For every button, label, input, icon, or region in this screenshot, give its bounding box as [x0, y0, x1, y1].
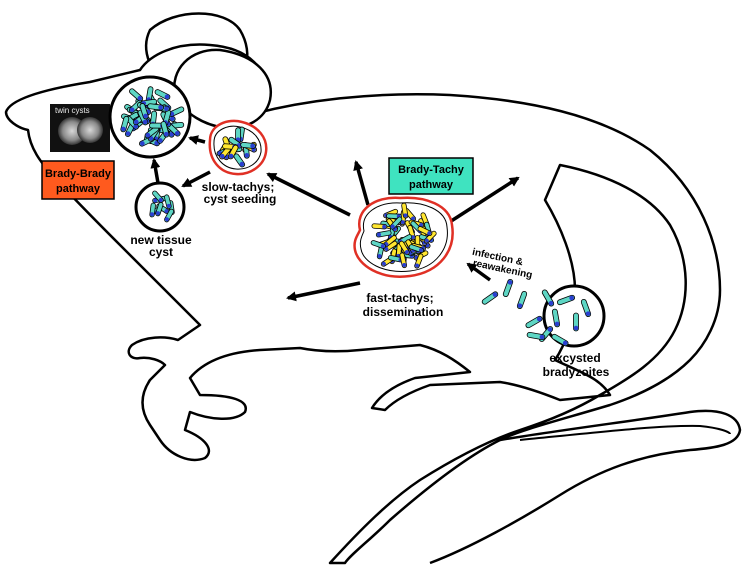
parasite	[526, 331, 546, 341]
parasite	[481, 291, 499, 305]
parasite	[414, 253, 424, 269]
parasite	[417, 226, 433, 236]
arrow-slow-to-brady-cyst	[188, 135, 206, 145]
parasite	[129, 88, 144, 102]
parasite	[160, 121, 170, 138]
fast-tachy-vacuole	[353, 196, 454, 278]
arrow-fast-left	[286, 281, 361, 302]
parasite	[164, 194, 172, 209]
parasite	[502, 278, 514, 298]
parasite	[154, 89, 171, 100]
parasite	[551, 333, 569, 347]
parasite	[149, 202, 156, 218]
slow-tachys-label-2: cyst seeding	[204, 192, 277, 206]
brady-brady-label-1: Brady-Brady	[45, 168, 112, 180]
fast-tachy-vacuole-inner	[359, 202, 448, 272]
excysted-label-1: excysted	[549, 351, 600, 365]
parasite	[399, 252, 408, 269]
brady-cyst-parasites	[120, 86, 185, 147]
new-tissue-cyst	[134, 181, 186, 233]
mouse-tail-inner	[519, 424, 731, 441]
slow-tachy-parasites	[216, 126, 258, 168]
parasite	[240, 141, 256, 149]
parasite	[120, 115, 130, 133]
arrow-infection	[466, 262, 492, 282]
new-tissue-label-2: cyst	[149, 245, 173, 259]
parasite	[155, 201, 164, 217]
slow-tachy-vacuole-inner	[213, 125, 262, 170]
excysted-parasites	[481, 278, 592, 347]
brady-tachy-pathway-box: Brady-Tachy pathway	[388, 157, 474, 195]
excysted-label-2: bradyzoites	[543, 365, 610, 379]
parasite	[371, 223, 388, 230]
twin-cyst-right	[77, 117, 103, 143]
brady-brady-box-bg	[41, 160, 115, 200]
diagram-labels: new tissue cyst slow-tachys; cyst seedin…	[130, 180, 609, 379]
parasite	[383, 235, 397, 248]
parasite	[525, 315, 543, 329]
slow-tachys-label-1: slow-tachys;	[202, 180, 275, 194]
parasite	[164, 208, 174, 223]
brady-brady-label-2: pathway	[56, 183, 101, 195]
arrow-slow-to-new-cyst	[181, 170, 211, 188]
parasite	[401, 202, 409, 219]
parasite	[152, 190, 164, 203]
parasite	[398, 240, 410, 256]
parasite	[516, 290, 528, 310]
parasite	[389, 216, 403, 230]
brady-tachy-label-2: pathway	[409, 179, 454, 191]
twin-cysts-label: twin cysts	[55, 106, 90, 115]
parasite	[375, 230, 392, 238]
fast-tachys-label-1: fast-tachys;	[366, 291, 433, 305]
brady-brady-cyst	[108, 75, 192, 159]
parasite	[573, 312, 579, 332]
parasite	[219, 145, 232, 160]
parasite	[541, 289, 555, 307]
mouse-body	[4, 43, 722, 565]
arrow-fast-up	[353, 160, 370, 206]
brady-brady-pathway-box: Brady-Brady pathway	[41, 160, 115, 200]
parasite	[551, 308, 561, 328]
new-cyst-parasites	[149, 190, 175, 223]
slow-tachy-vacuole	[208, 119, 268, 176]
mouse-outline	[4, 12, 722, 565]
brady-tachy-box-bg	[388, 157, 474, 195]
parasite	[147, 103, 164, 111]
new-tissue-label-1: new tissue	[130, 233, 192, 247]
brady-tachy-label-1: Brady-Tachy	[398, 164, 465, 176]
parasite	[125, 115, 139, 130]
arrow-fast-to-slow	[266, 172, 351, 217]
parasite	[580, 298, 592, 318]
parasite	[408, 244, 425, 253]
fast-tachy-parasites	[370, 202, 437, 269]
arrow-fast-right	[444, 176, 520, 227]
parasite	[227, 144, 239, 160]
excysted-cyst	[481, 278, 606, 348]
fast-tachys-label-2: dissemination	[363, 305, 444, 319]
mouse-tail	[429, 409, 742, 565]
mouse-ear-front	[172, 48, 273, 130]
arrows	[150, 135, 520, 302]
parasite	[233, 153, 246, 168]
arrow-to-brady-cyst	[150, 158, 161, 184]
twin-cysts-inset: twin cysts	[50, 104, 110, 152]
parasite	[556, 294, 576, 306]
parasite	[370, 240, 386, 249]
parasite	[139, 103, 149, 120]
